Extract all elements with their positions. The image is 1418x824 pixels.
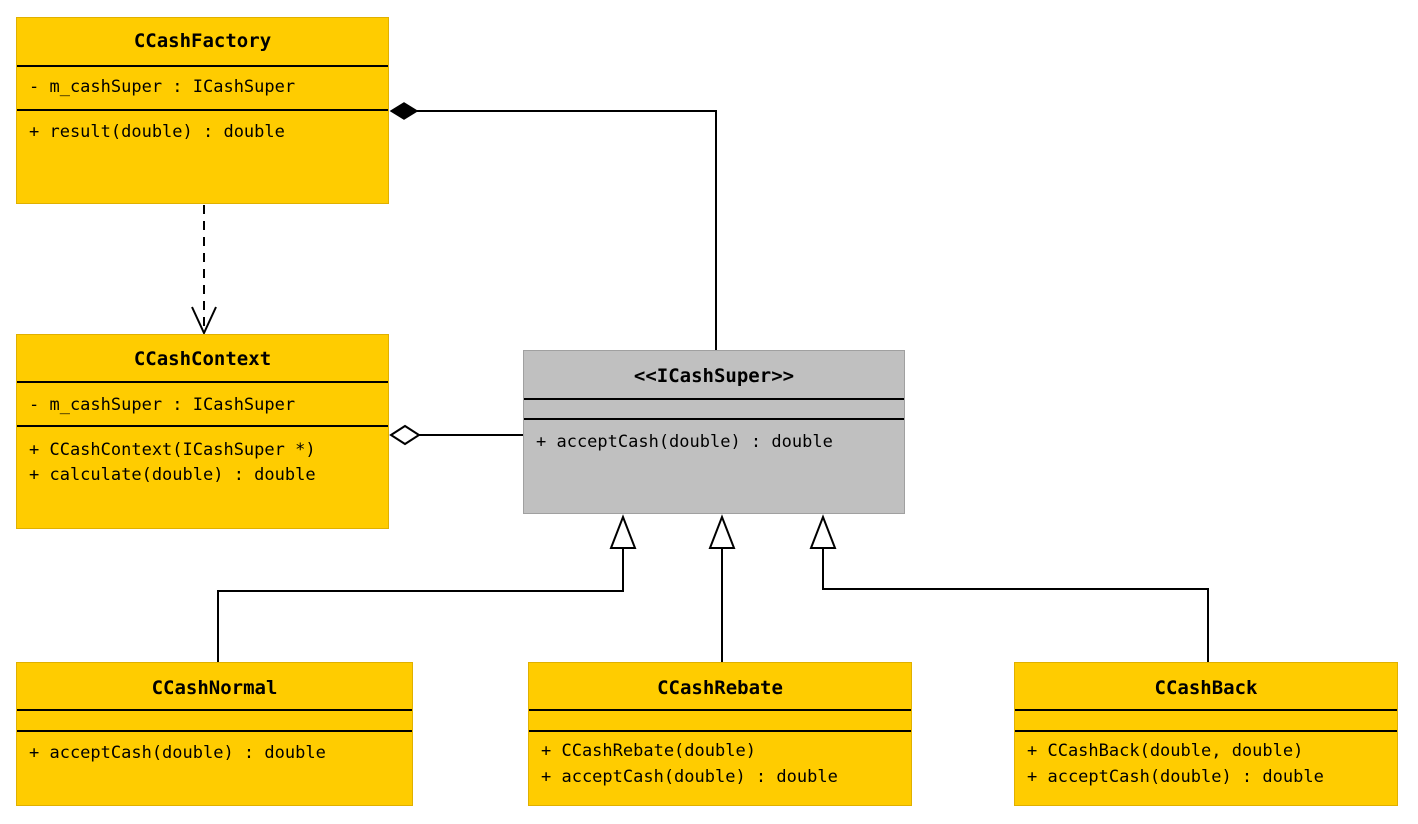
divider [524, 418, 904, 420]
attribute: - m_cashSuper : ICashSuper [29, 77, 296, 97]
dependency-arrowhead-icon [191, 306, 217, 336]
class-name: CCashRebate [657, 677, 783, 699]
operation: + acceptCash(double) : double [1027, 767, 1324, 787]
divider [17, 730, 412, 732]
class-name: CCashBack [1154, 677, 1258, 699]
operation: + acceptCash(double) : double [29, 743, 326, 763]
class-name: CCashContext [133, 348, 272, 370]
generalization-arrowhead-icon [809, 514, 837, 549]
composition-diamond-icon [389, 102, 419, 120]
generalization-line-back [822, 548, 1209, 662]
aggregation-diamond-icon [389, 424, 421, 446]
divider [1015, 730, 1397, 732]
class-name: CCashFactory [133, 30, 272, 52]
divider [17, 381, 388, 383]
operation: + CCashRebate(double) [541, 741, 756, 761]
class-ccashcontext[interactable]: CCashContext - m_cashSuper : ICashSuper … [16, 334, 389, 529]
divider [1015, 709, 1397, 711]
operation: + result(double) : double [29, 122, 285, 142]
class-name: CCashNormal [151, 677, 278, 699]
operation: + acceptCash(double) : double [541, 767, 838, 787]
generalization-arrowhead-icon [609, 514, 637, 549]
divider [529, 709, 911, 711]
operation: + acceptCash(double) : double [536, 432, 833, 452]
divider [524, 398, 904, 400]
composition-line [417, 110, 717, 350]
class-ccashnormal[interactable]: CCashNormal + acceptCash(double) : doubl… [16, 662, 413, 806]
operation: + CCashBack(double, double) [1027, 741, 1304, 761]
operation: + calculate(double) : double [29, 465, 316, 485]
divider [17, 425, 388, 427]
attribute: - m_cashSuper : ICashSuper [29, 395, 296, 415]
class-ccashback[interactable]: CCashBack + CCashBack(double, double) + … [1014, 662, 1398, 806]
divider [17, 65, 388, 67]
divider [17, 109, 388, 111]
generalization-line-normal [217, 548, 624, 662]
class-ccashfactory[interactable]: CCashFactory - m_cashSuper : ICashSuper … [16, 17, 389, 204]
divider [529, 730, 911, 732]
class-ccashrebate[interactable]: CCashRebate + CCashRebate(double) + acce… [528, 662, 912, 806]
interface-icashsuper[interactable]: <<ICashSuper>> + acceptCash(double) : do… [523, 350, 905, 514]
operation: + CCashContext(ICashSuper *) [29, 440, 316, 460]
interface-name: <<ICashSuper>> [633, 365, 795, 387]
divider [17, 709, 412, 711]
generalization-arrowhead-icon [708, 514, 736, 549]
